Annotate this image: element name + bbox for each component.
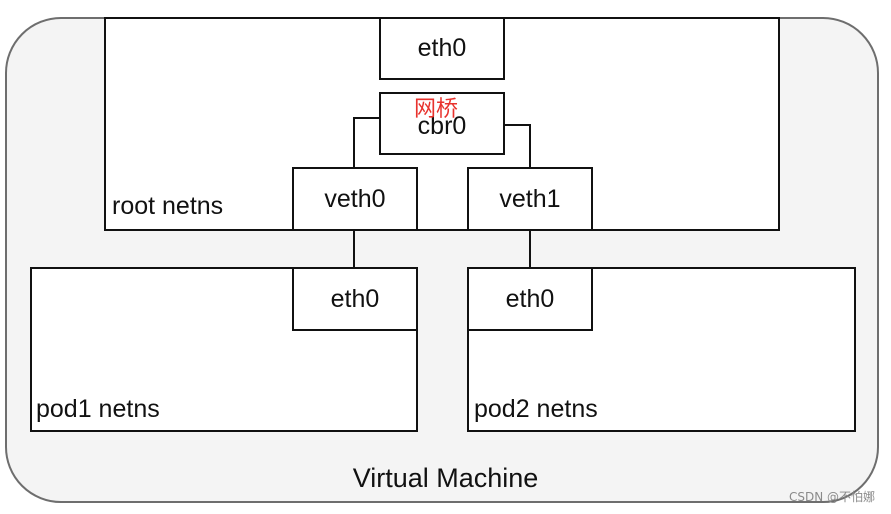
pod1-eth0-label: eth0	[330, 284, 380, 313]
bridge-annotation: 网桥	[414, 97, 459, 122]
pod1-netns-label: pod1 netns	[36, 395, 160, 423]
link-cbr0-to-veth1-v	[529, 124, 531, 169]
veth0-node: veth0	[292, 167, 418, 231]
root-eth0-node: eth0	[379, 17, 505, 80]
veth1-node: veth1	[467, 167, 593, 231]
pod2-eth0-label: eth0	[505, 284, 555, 313]
virtual-machine-label: Virtual Machine	[352, 463, 539, 493]
pod2-eth0-node: eth0	[467, 267, 593, 331]
root-netns-label: root netns	[112, 192, 224, 220]
veth0-label: veth0	[324, 184, 386, 213]
pod2-netns-label: pod2 netns	[474, 395, 598, 423]
pod1-eth0-node: eth0	[292, 267, 418, 331]
link-cbr0-to-veth1-h	[504, 124, 530, 126]
cbr0-bridge-node: cbr0	[379, 92, 505, 155]
root-eth0-label: eth0	[417, 34, 467, 62]
link-cbr0-to-veth0-h	[354, 117, 380, 119]
link-veth1-to-pod2-eth0	[529, 230, 531, 269]
link-cbr0-to-veth0-v	[353, 117, 355, 169]
link-veth0-to-pod1-eth0	[353, 230, 355, 269]
csdn-watermark: CSDN @不怕娜	[788, 490, 875, 504]
veth1-label: veth1	[499, 184, 561, 213]
cbr0-label: cbr0	[417, 112, 467, 140]
